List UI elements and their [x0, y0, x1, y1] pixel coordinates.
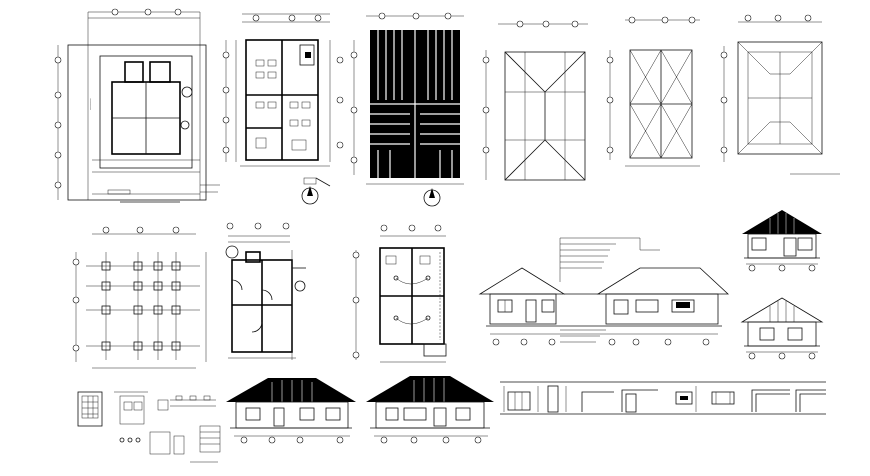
roof-framing-b	[606, 16, 700, 167]
site-plan: ──────	[54, 8, 220, 203]
foundation-grid	[72, 226, 207, 369]
ground-floor-furniture	[222, 13, 344, 205]
elevation-side-bottom	[740, 297, 824, 360]
details-cluster	[77, 391, 221, 463]
elevation-side-top	[742, 210, 822, 272]
wall-sections	[500, 381, 826, 415]
floor-plan-doors	[225, 222, 306, 360]
electrical-plan	[352, 224, 447, 363]
roof-tile-plan	[350, 12, 464, 207]
roof-outline	[720, 14, 840, 175]
elevation-front	[366, 376, 494, 444]
elevation-long-a	[478, 237, 730, 346]
elevation-rear	[226, 378, 356, 444]
svg-text:──────: ──────	[89, 98, 93, 111]
roof-framing-a	[482, 20, 588, 181]
